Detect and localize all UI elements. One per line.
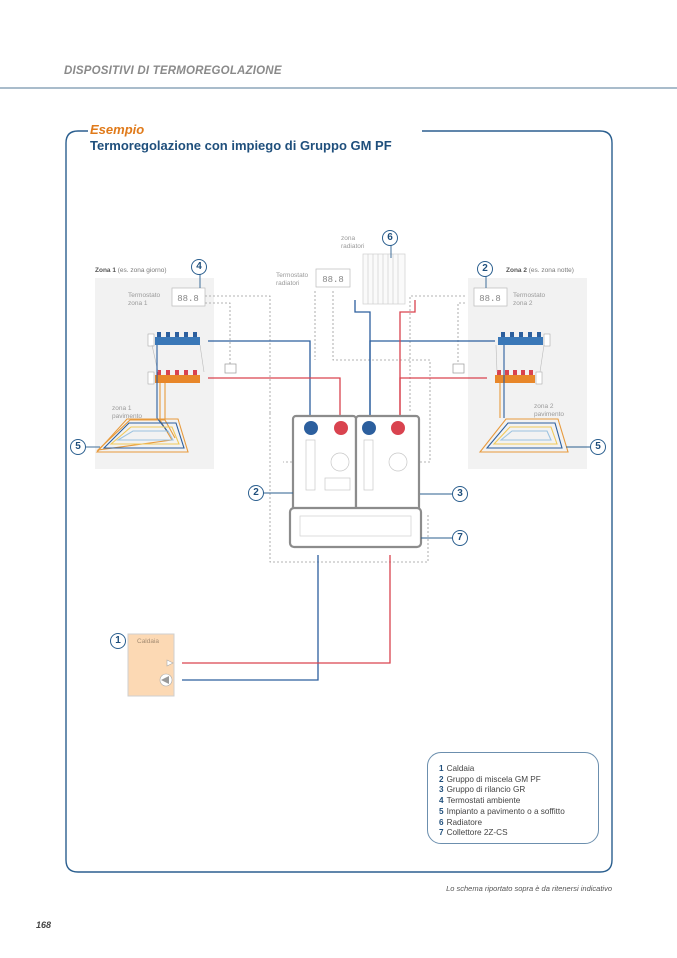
thermostat-display: 88.8 [177,294,199,304]
thermostat-zone1-icon: 88.8 [171,287,206,307]
section-title: DISPOSITIVI DI TERMOREGOLAZIONE [64,65,282,77]
disclaimer-note: Lo schema riportato sopra è da ritenersi… [446,884,612,893]
badge-gr: 3 [452,486,468,502]
badge-thermostat-zone1: 4 [191,259,207,275]
zone1-floor-loops [95,345,189,453]
example-title: Termoregolazione con impiego di Gruppo G… [90,138,392,153]
svg-text:88.8: 88.8 [322,275,344,285]
badge-gm-pf: 2 [248,485,264,501]
badge-floor-left: 5 [70,439,86,455]
boiler-icon [127,633,175,697]
cold-pipes [182,300,495,681]
badge-boiler: 1 [110,633,126,649]
zone2-valve-icon [452,363,465,374]
zone1-title: Zona 1 (es. zona giorno) [95,267,167,274]
page-number: 168 [36,920,52,930]
collector-icon [288,506,423,549]
badge-collector: 7 [452,530,468,546]
example-label: Esempio [90,122,145,137]
zone2-area [468,278,587,469]
example-frame [65,130,613,873]
badge-thermostat-zone2: 2 [477,261,493,277]
zone1-valve-icon [224,363,237,374]
thermostat-radiators-icon: 88.8 [315,268,351,288]
badge-leaders [86,245,591,539]
radiator-icon [362,253,406,305]
thermostat-zone2-icon: 88.8 [473,287,508,307]
zone1-manifold-icon [147,332,205,385]
zone2-title: Zona 2 (es. zona notte) [506,267,574,274]
gm-pf-group-icon [291,414,358,514]
zone2-manifold-icon [495,332,551,385]
zone2-floor-loops [478,345,569,453]
control-wiring [205,291,465,563]
hot-pipes [182,300,487,664]
badge-radiator: 6 [382,230,398,246]
header-divider [0,87,677,89]
badge-floor-right: 5 [590,439,606,455]
gr-group-icon [354,414,421,514]
boiler-label: Caldaia [137,638,160,645]
svg-text:88.8: 88.8 [479,294,501,304]
